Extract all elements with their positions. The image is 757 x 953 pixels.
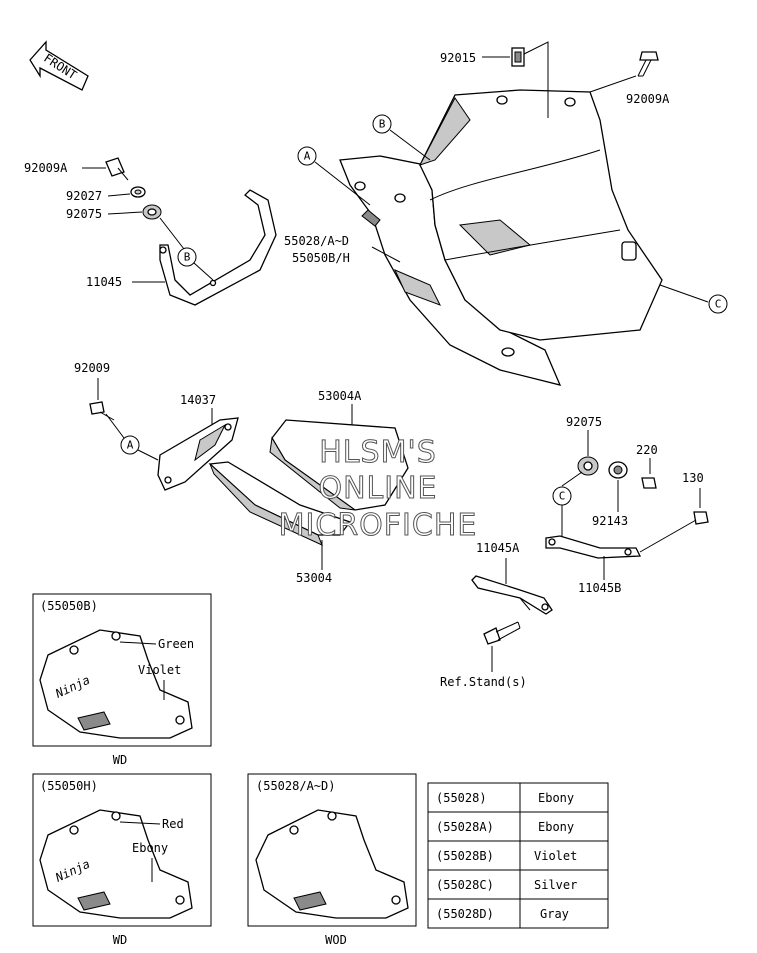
svg-text:A: A: [304, 150, 311, 163]
label-53004A: 53004A: [318, 389, 362, 403]
label-14037: 14037: [180, 393, 216, 407]
inset-55050H: [32, 773, 212, 927]
callout-B-left: [177, 247, 197, 267]
label-92009A-left: 92009A: [24, 161, 68, 175]
lower-fairing-drawing: [339, 89, 663, 386]
label-92009: 92009: [74, 361, 110, 375]
bolt-92009: [89, 401, 115, 421]
label-92143: 92143: [592, 514, 628, 528]
inset-55050B-caption: WD: [113, 753, 127, 767]
label-92027: 92027: [66, 189, 102, 203]
table-row-1-color: Ebony: [538, 820, 574, 834]
callout-A-top: [297, 146, 317, 166]
table-row-3-color: Silver: [534, 878, 577, 892]
bracket-11045: [159, 189, 277, 306]
svg-text:MICROFICHE: MICROFICHE: [279, 508, 478, 543]
bolt-130: [639, 511, 709, 553]
svg-text:B: B: [379, 118, 386, 131]
table-row-2-color: Violet: [534, 849, 577, 863]
label-53004: 53004: [296, 571, 332, 585]
table-row-1-part: (55028A): [436, 820, 494, 834]
callout-A-mid: [120, 435, 140, 455]
table-row-4-part: (55028D): [436, 907, 494, 921]
bracket-11045B: [545, 535, 642, 559]
inset-55028-caption: WOD: [325, 933, 347, 947]
label-ref-stand: Ref.Stand(s): [440, 675, 527, 689]
collar-92143: [608, 461, 628, 479]
label-92009A-top: 92009A: [626, 92, 670, 106]
label-92075-right: 92075: [566, 415, 602, 429]
inset-55050H-caption: WD: [113, 933, 127, 947]
label-92015: 92015: [440, 51, 476, 65]
label-55028: 55028/A~D: [284, 234, 349, 248]
grommet-92075-left: [142, 204, 162, 220]
svg-text:ONLINE: ONLINE: [318, 471, 437, 506]
inset-55050B-color2: Violet: [138, 663, 181, 677]
collar-92027: [130, 186, 146, 198]
label-11045B: 11045B: [578, 581, 621, 595]
svg-text:HLSM'S: HLSM'S: [319, 435, 437, 470]
front-arrow-icon: FRONT: [29, 40, 89, 91]
bolt-92009A-left: [105, 157, 129, 181]
svg-text:A: A: [127, 439, 134, 452]
svg-text:B: B: [184, 251, 191, 264]
inset-55050H-color1: Red: [162, 817, 184, 831]
table-row-4-color: Gray: [540, 907, 569, 921]
fairing-thumb-55028: [255, 809, 409, 919]
bracket-14037: [157, 417, 239, 491]
callout-B-top: [372, 114, 392, 134]
label-92075-left: 92075: [66, 207, 102, 221]
fairing-thumb-55050H: Ninja: [39, 809, 193, 919]
label-11045A: 11045A: [476, 541, 520, 555]
table-row-2-part: (55028B): [436, 849, 494, 863]
fairing-thumb-55050B: Ninja: [39, 629, 193, 739]
grommet-92075-right: [577, 456, 599, 476]
callout-C-right: [708, 294, 728, 314]
bracket-11045A: [471, 575, 553, 615]
inset-55050B-code: (55050B): [40, 599, 98, 613]
watermark: HLSM'S ONLINE MICROFICHE: [278, 435, 478, 544]
label-11045: 11045: [86, 275, 122, 289]
inset-55028-code: (55028/A~D): [256, 779, 335, 793]
bolt-220: [641, 477, 657, 489]
inset-55050B: [32, 593, 212, 747]
inset-55028: [247, 773, 417, 927]
table-row-0-color: Ebony: [538, 791, 574, 805]
table-row-0-part: (55028): [436, 791, 487, 805]
inset-55050H-color2: Ebony: [132, 841, 168, 855]
color-table: (55028) Ebony (55028A) Ebony (55028B) Vi…: [427, 782, 609, 929]
inset-55050H-code: (55050H): [40, 779, 98, 793]
panel-53004A: [269, 419, 409, 511]
inset-55050B-color1: Green: [158, 637, 194, 651]
clip-92015: [511, 47, 525, 67]
svg-text:C: C: [715, 298, 722, 311]
bolt-stand: [483, 621, 521, 645]
label-220: 220: [636, 443, 658, 457]
svg-text:C: C: [559, 490, 566, 503]
label-55050: 55050B/H: [292, 251, 350, 265]
table-row-3-part: (55028C): [436, 878, 494, 892]
label-130: 130: [682, 471, 704, 485]
bolt-92009A-top: [637, 51, 659, 77]
